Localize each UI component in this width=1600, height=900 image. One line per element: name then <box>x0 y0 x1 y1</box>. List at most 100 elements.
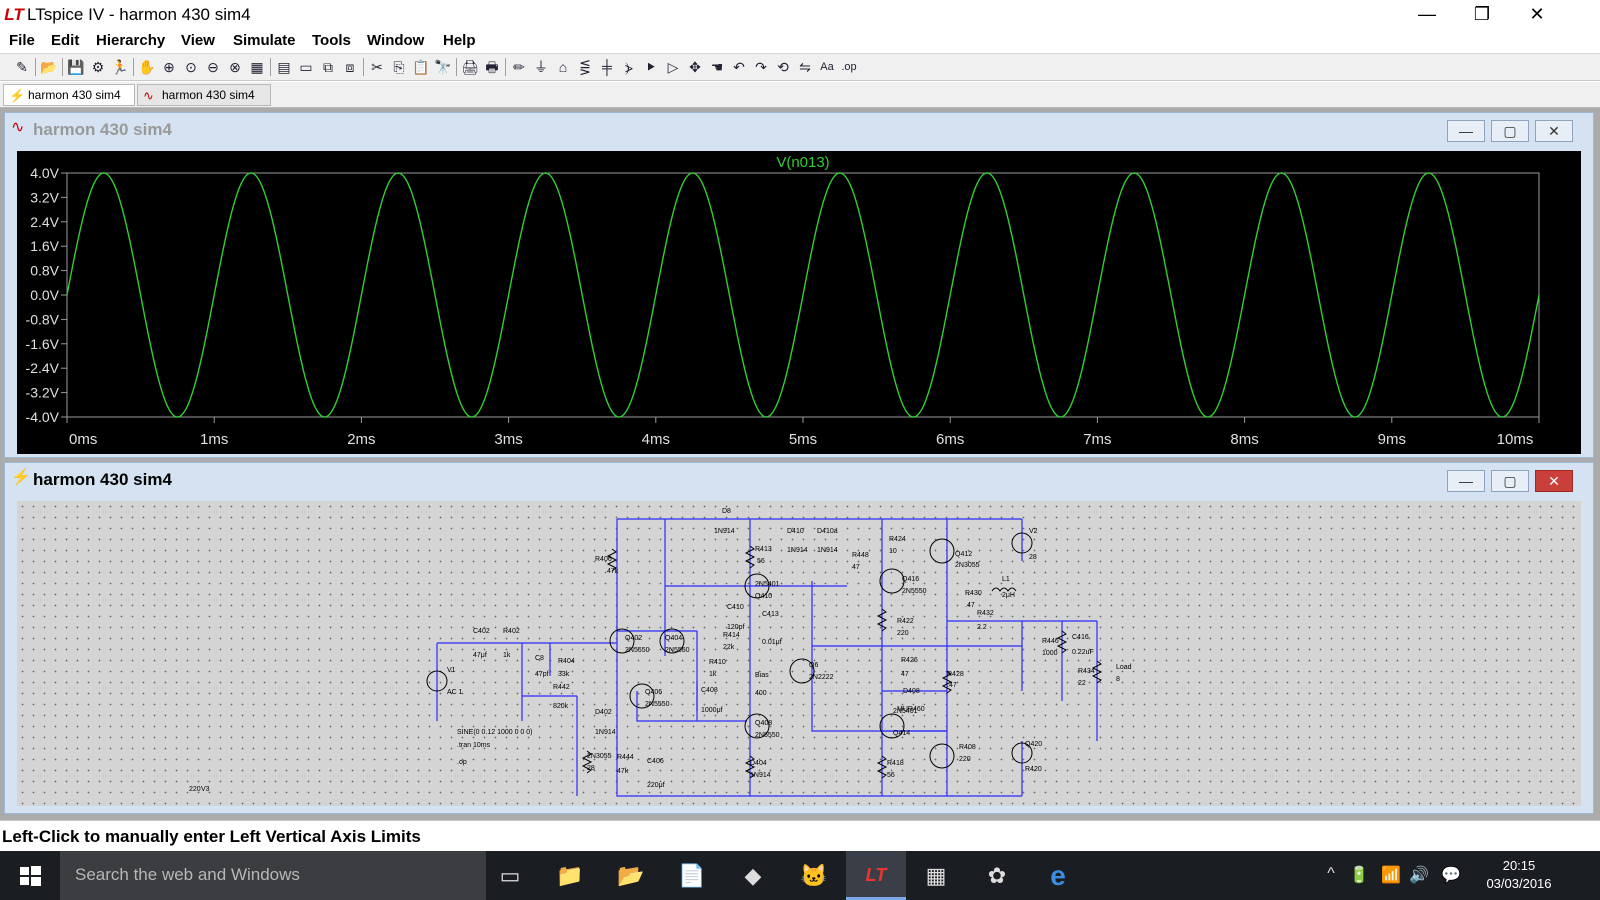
directive-op[interactable]: .op <box>457 759 467 766</box>
component-label[interactable]: R413 <box>755 546 772 553</box>
component-label[interactable]: R446 <box>1042 638 1059 645</box>
directive-sine[interactable]: SINE(0 0.12 1000 0 0 0) <box>457 729 533 736</box>
network-icon[interactable]: 📶 <box>1381 867 1401 884</box>
close-all-icon[interactable]: ⧈ <box>345 59 355 75</box>
component-label[interactable]: Q420 <box>1025 741 1042 748</box>
component-label[interactable]: Bias <box>755 672 769 679</box>
minimize-button[interactable]: — <box>1418 4 1436 24</box>
tab-waveform[interactable]: ∿ harmon 430 sim4 <box>137 84 271 106</box>
component-label[interactable]: 2N5550 <box>665 647 690 654</box>
clock[interactable]: 20:15 03/03/2016 <box>1484 857 1554 893</box>
component-label[interactable]: D408 <box>903 688 920 695</box>
trace-v-n013[interactable] <box>66 172 1540 418</box>
print-icon[interactable]: 🖨 <box>461 59 479 75</box>
component-label[interactable]: 2N3055 <box>955 562 980 569</box>
component-label[interactable]: 1N914 <box>750 772 771 779</box>
x-tick-label[interactable]: 8ms <box>1230 431 1258 448</box>
close-button[interactable]: ✕ <box>1529 4 1545 24</box>
component-label[interactable]: 2N5401 <box>755 581 780 588</box>
component-label[interactable]: R432 <box>977 610 994 617</box>
component-label[interactable]: 1N914 <box>817 547 838 554</box>
y-tick-label[interactable]: 3.2V <box>30 189 59 205</box>
component-label[interactable]: 1k <box>709 671 717 678</box>
y-tick-label[interactable]: -4.0V <box>26 409 60 425</box>
component-label[interactable]: C406 <box>647 758 664 765</box>
component-label[interactable]: 1N914 <box>787 547 808 554</box>
y-tick-label[interactable]: 0.0V <box>30 287 59 303</box>
component-label[interactable]: 47 <box>852 564 860 571</box>
label-net-icon[interactable]: ⌂ <box>558 59 568 75</box>
component-label[interactable]: 120pf <box>727 624 745 631</box>
component-label[interactable]: 47pf <box>535 671 549 678</box>
component-icon[interactable]: ▷ <box>667 59 679 75</box>
edge-icon[interactable]: e <box>1050 860 1066 891</box>
component-label[interactable]: C416 <box>1072 634 1089 641</box>
x-tick-label[interactable]: 5ms <box>789 431 817 448</box>
text-icon[interactable]: Aa <box>820 61 834 73</box>
paste-icon[interactable]: 📋 <box>412 59 430 75</box>
component-label[interactable]: 2N5550 <box>645 701 670 708</box>
component-label[interactable]: R420 <box>1025 766 1042 773</box>
spice-directive-icon[interactable]: .op <box>841 61 857 73</box>
cat-icon[interactable]: 🐱 <box>800 863 828 888</box>
component-label[interactable]: 0.01μf <box>762 639 782 646</box>
component-label[interactable]: D410a <box>817 528 838 535</box>
component-label[interactable]: Q6 <box>809 662 818 669</box>
y-tick-label[interactable]: 1.6V <box>30 238 59 254</box>
y-tick-label[interactable]: 0.8V <box>30 263 59 279</box>
child-minimize-button[interactable]: — <box>1447 120 1485 142</box>
mirror-icon[interactable]: ⇋ <box>799 59 811 75</box>
menu-hierarchy[interactable]: Hierarchy <box>96 32 166 49</box>
component-label[interactable]: R414 <box>723 632 740 639</box>
start-button[interactable] <box>0 851 60 900</box>
menu-help[interactable]: Help <box>443 32 476 49</box>
x-tick-label[interactable]: 3ms <box>494 431 522 448</box>
component-label[interactable]: Q412 <box>955 551 972 558</box>
diode-icon[interactable]: ⯈ <box>645 59 657 75</box>
component-label[interactable]: C413 <box>762 611 779 618</box>
component-label[interactable]: Q408 <box>755 720 772 727</box>
component-label[interactable]: 220 <box>897 630 909 637</box>
component-label[interactable]: R428 <box>947 671 964 678</box>
cut-icon[interactable]: ✂ <box>371 59 383 75</box>
waveform-chart[interactable]: V(n013) 4.0V3.2V2.4V1.6V0.8V0.0V-0.8V-1.… <box>17 151 1581 454</box>
component-label[interactable]: C8 <box>535 655 544 662</box>
resistor-icon[interactable]: ⋚ <box>579 59 591 75</box>
component-label[interactable]: Q402 <box>625 635 642 642</box>
copy-icon[interactable]: ⎘ <box>393 59 405 75</box>
menu-window[interactable]: Window <box>367 32 425 49</box>
redo-icon[interactable]: ↷ <box>755 59 767 75</box>
component-label[interactable]: 28 <box>587 765 595 772</box>
component-label[interactable]: V1 <box>447 667 456 674</box>
component-label[interactable]: Q404 <box>665 635 682 642</box>
component-label[interactable]: R404 <box>558 658 575 665</box>
component-label[interactable]: L1 <box>1002 576 1010 583</box>
ground-icon[interactable]: ⏚ <box>534 59 548 75</box>
component-label[interactable]: 28 <box>1029 554 1037 561</box>
component-label[interactable]: Q416 <box>902 576 919 583</box>
schematic-window-titlebar[interactable]: ⚡ harmon 430 sim4 — ▢ ✕ <box>9 463 1589 493</box>
component-label[interactable]: 400 <box>755 690 767 697</box>
component-label[interactable]: 47μf <box>473 652 487 659</box>
component-label[interactable]: R434 <box>1078 668 1095 675</box>
component-label[interactable]: Q406 <box>645 689 662 696</box>
x-tick-label[interactable]: 6ms <box>936 431 964 448</box>
schematic-drawing[interactable]: D81N914R40647kR41356D4101N914D410a1N914R… <box>17 501 1581 806</box>
halt-icon[interactable]: ✋ <box>138 59 156 75</box>
component-label[interactable]: D410 <box>787 528 804 535</box>
component-label[interactable]: 56 <box>887 772 895 779</box>
component-label[interactable]: 22k <box>723 644 735 651</box>
component-label[interactable]: 1N914 <box>714 528 735 535</box>
component-label[interactable]: D404 <box>750 760 767 767</box>
x-tick-label[interactable]: 1ms <box>200 431 228 448</box>
fit-icon[interactable]: ▤ <box>277 59 291 75</box>
x-tick-label[interactable]: 0ms <box>69 431 97 448</box>
media-icon[interactable]: ✿ <box>987 863 1007 888</box>
child-close-button[interactable]: ✕ <box>1535 120 1573 142</box>
component-label[interactable]: 2μH <box>1002 592 1015 599</box>
component-label[interactable]: 0.22uF <box>1072 649 1094 656</box>
x-tick-label[interactable]: 4ms <box>642 431 670 448</box>
file-explorer-icon[interactable]: 📁 <box>556 863 584 888</box>
